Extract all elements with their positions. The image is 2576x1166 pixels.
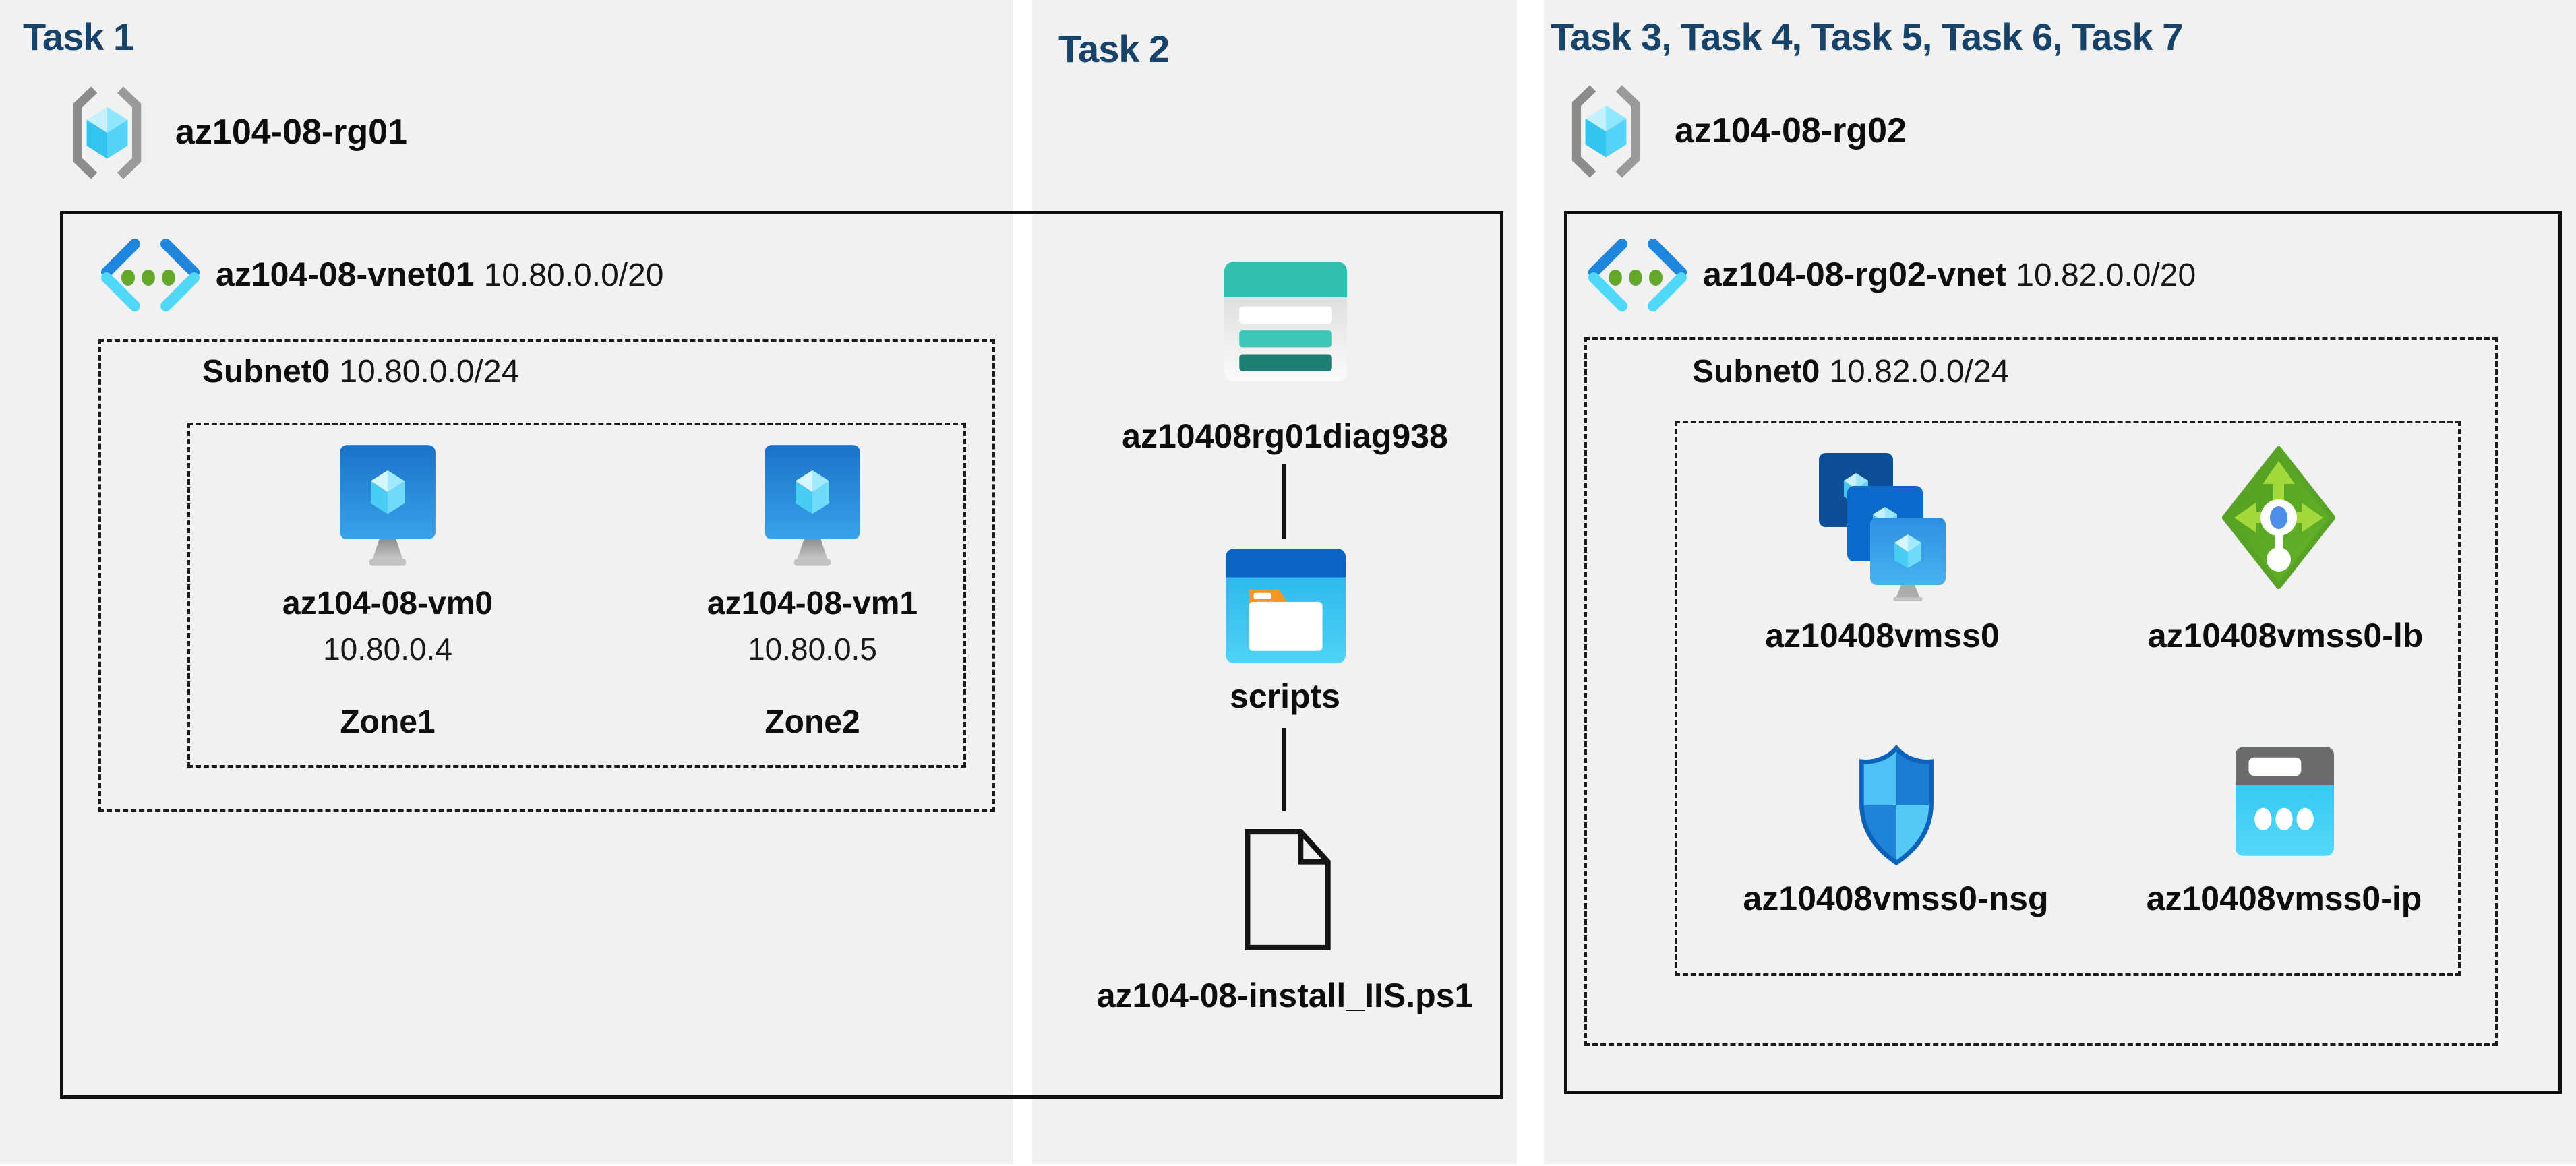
connector-line — [1282, 728, 1286, 811]
vm0-name: az104-08-vm0 — [282, 586, 493, 621]
vm-group-box — [187, 423, 966, 768]
public-ip-icon — [2236, 747, 2334, 856]
task2-header: Task 2 — [1058, 28, 1170, 70]
subnet0-rg01-name: Subnet0 — [202, 354, 330, 390]
script-file-name: az104-08-install_IIS.ps1 — [1096, 977, 1474, 1014]
vnet01-name: az104-08-vnet01 — [216, 255, 475, 293]
rg02-vnet-name: az104-08-rg02-vnet — [1703, 255, 2007, 293]
blob-container-folder-icon — [1226, 549, 1346, 663]
load-balancer-icon — [2222, 446, 2335, 589]
task1-header: Task 1 — [23, 16, 134, 58]
task3-panel — [1544, 0, 2576, 1164]
vm1-ip: 10.80.0.5 — [748, 632, 877, 667]
resource-group-name: az104-08-rg01 — [175, 113, 407, 152]
subnet0-rg01-cidr: 10.80.0.0/24 — [339, 354, 520, 390]
virtual-network-icon — [1587, 237, 1688, 313]
vm0-ip: 10.80.0.4 — [323, 632, 452, 667]
subnet0-rg02-cidr: 10.82.0.0/24 — [1829, 354, 2010, 390]
subnet0-rg02-box — [1584, 337, 2498, 1046]
network-security-group-icon — [1853, 743, 1940, 868]
storage-account-icon — [1224, 262, 1347, 381]
vmss-resources-box — [1675, 421, 2461, 976]
rg02-vnet-boundary-box — [1564, 211, 2562, 1094]
task1-panel — [0, 0, 1013, 1164]
nsg-name: az10408vmss0-nsg — [1743, 880, 2049, 917]
subnet0-rg01-box — [98, 339, 995, 812]
storage-account-name: az10408rg01diag938 — [1122, 417, 1448, 455]
blob-container-name: scripts — [1230, 677, 1340, 715]
subnet0-rg02-name: Subnet0 — [1692, 354, 1820, 390]
vnet01-boundary-box — [60, 211, 1503, 1099]
resource-group-icon — [64, 85, 150, 181]
virtual-machine-icon — [338, 443, 437, 569]
virtual-network-icon — [100, 237, 201, 313]
resource-group-icon — [1563, 84, 1649, 179]
virtual-machine-icon — [763, 443, 862, 569]
vm1-zone: Zone2 — [765, 704, 860, 740]
task3-header: Task 3, Task 4, Task 5, Task 6, Task 7 — [1551, 16, 2183, 58]
load-balancer-name: az10408vmss0-lb — [2147, 617, 2424, 654]
script-file-icon — [1240, 826, 1335, 953]
resource-group-name: az104-08-rg02 — [1675, 111, 1907, 150]
rg02-vnet-cidr: 10.82.0.0/20 — [2016, 257, 2196, 293]
connector-line — [1282, 464, 1286, 539]
vnet01-cidr: 10.80.0.0/20 — [483, 257, 664, 293]
vmss-name: az10408vmss0 — [1765, 617, 2000, 654]
public-ip-name: az10408vmss0-ip — [2146, 880, 2422, 917]
vm1-name: az104-08-vm1 — [707, 586, 918, 621]
vm0-zone: Zone1 — [340, 704, 436, 740]
vm-scale-set-icon — [1819, 453, 1946, 601]
